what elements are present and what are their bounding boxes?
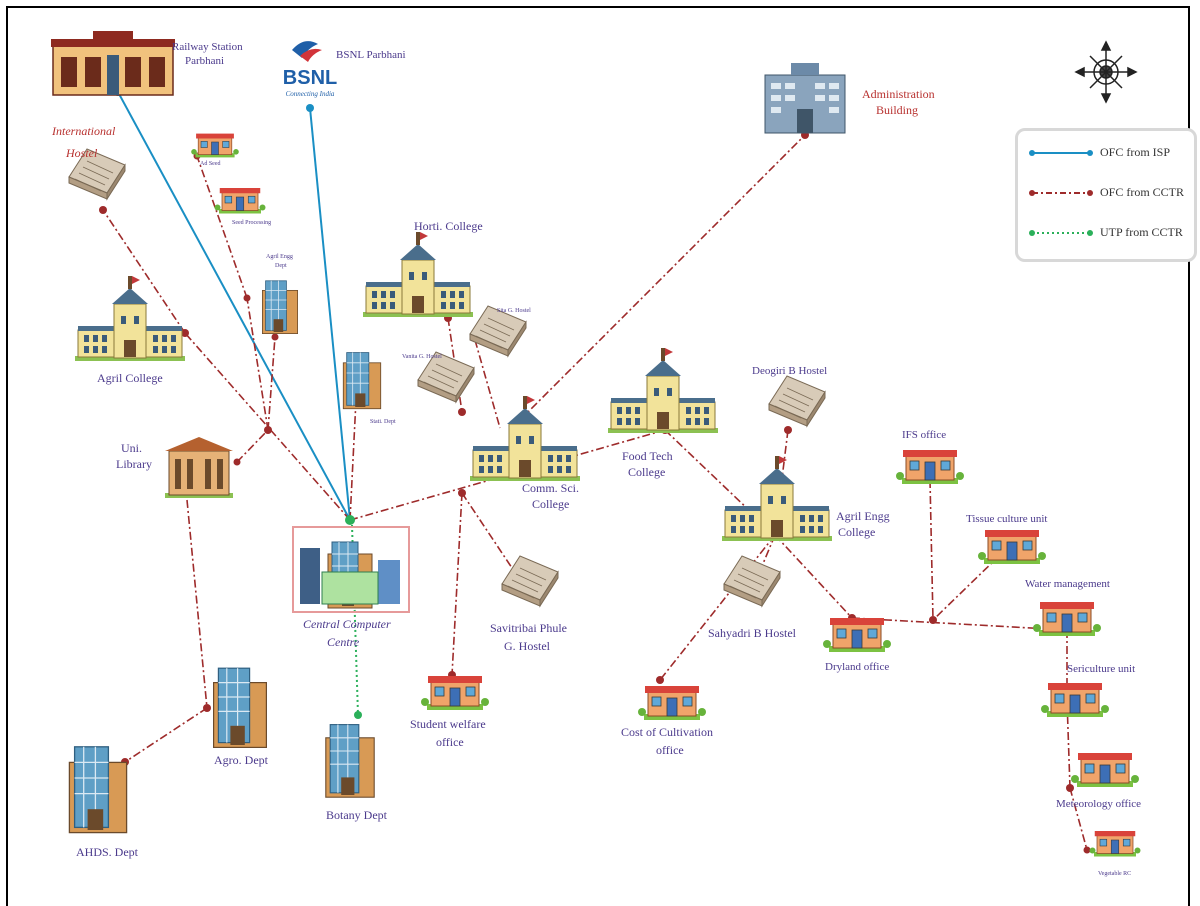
isp-link-railway [117,91,351,521]
link-seed-adseed [196,155,248,299]
seed-processing-label: Seed Processing [232,220,271,226]
diagram-frame [6,6,1190,906]
legend-label-utp: UTP from CCTR [1100,225,1183,239]
link-meteo-vegetable [1069,787,1088,851]
link-dryland-water [851,617,1068,631]
bsnl-logo-text: BSNL [283,67,337,89]
link-commsci-sita [474,339,501,429]
central-computer-centre-icon [292,526,410,613]
sita-hostel-label: Sita G. Hostel [497,308,531,314]
library-icon [164,436,234,499]
stati-dept-label: Stati. Dept [370,419,396,425]
legend-item-cctr: OFC from CCTR [1028,183,1198,203]
agril-engg-dept-icon [261,280,299,335]
agril-college-icon [74,275,186,362]
comm-sci-label: Comm. Sci.College [522,481,579,511]
link-agro-ahds [124,707,208,763]
deogiri-label: Deogiri B Hostel [752,365,827,377]
agro-dept-icon [213,667,267,749]
water-management-icon [1032,601,1102,637]
horti-college-icon [362,231,474,318]
meteorology-office-icon [1070,752,1140,788]
sahyadri-label: Sahyadri B Hostel [708,626,797,640]
botany-label: Botany Dept [326,808,388,822]
dryland-office-icon [822,617,892,653]
seed-processing-icon [214,187,266,214]
link-agrilengg-cost [659,534,776,681]
legend-item-utp: UTP from CCTR [1028,223,1198,243]
link-agril-intl [102,209,186,334]
bsnl-tagline: Connecting India [286,90,335,98]
link-junction-seed [246,297,269,431]
link-commsci-admin [519,134,806,421]
cost-cultivation-icon [637,685,707,721]
ifs-label: IFS office [902,429,946,441]
comm-sci-college-icon [469,395,581,482]
ahds-dept-icon [68,746,128,834]
botany-dept-icon [325,724,375,798]
bsnl-label: BSNL Parbhani [336,49,406,61]
link-hub-savitribai [461,492,521,581]
dryland-label: Dryland office [825,661,889,673]
savitribai-hostel-icon [501,555,559,607]
link-hub-student [451,492,463,676]
stati-dept-icon [342,352,382,410]
sahyadri-hostel-icon [723,555,781,607]
ad-seed-label: Ad Seed [200,161,221,167]
tissue-label: Tissue culture unit [966,513,1048,525]
link-sericulture-meteo [1066,699,1071,789]
link-agrilengg-dryland [774,534,853,619]
legend-label-cctr: OFC from CCTR [1100,185,1185,199]
railway-station-icon [51,31,175,96]
ad-seed-icon [190,133,240,158]
legend: OFC from ISP OFC from CCTR UTP from CCTR [1015,128,1197,262]
meteorology-label: Meteorology office [1056,798,1141,810]
admin-building-icon [764,62,846,134]
sericulture-label: Sericulture unit [1067,663,1135,675]
uni-library-label: Uni.Library [116,441,152,471]
link-ccc-statidept [349,399,357,521]
sericulture-unit-icon [1040,682,1110,718]
link-ifs-junction [929,479,934,621]
student-welfare-icon [420,675,490,711]
isp-links [117,91,351,521]
ahds-label: AHDS. Dept [76,845,139,859]
legend-label-isp: OFC from ISP [1100,145,1171,159]
food-tech-college-icon [607,347,719,434]
ifs-office-icon [895,449,965,485]
water-label: Water management [1025,578,1110,590]
isp-link-bsnl [309,107,351,521]
agro-dept-label: Agro. Dept [214,753,269,767]
link-library-agro [186,499,208,709]
bsnl-logo-icon: BSNL Connecting India [283,41,337,98]
vegetable-rc-icon [1089,830,1141,857]
tissue-culture-icon [977,529,1047,565]
vanita-hostel-label: Vanita G. Hostel [402,354,442,360]
deogiri-hostel-icon [768,375,826,427]
agril-college-label: Agril College [97,371,163,385]
link-foodtech-agrilengg [664,429,776,536]
link-tissue-junction [932,554,1001,621]
agril-engg-college-icon [721,455,833,542]
horti-college-label: Horti. College [414,219,483,233]
link-junction-stati [267,336,276,431]
vegetable-label: Vegetable RC [1098,871,1131,877]
link-library-junction [236,429,269,463]
legend-item-isp: OFC from ISP [1028,143,1198,163]
compass-rose-icon [1074,40,1138,104]
